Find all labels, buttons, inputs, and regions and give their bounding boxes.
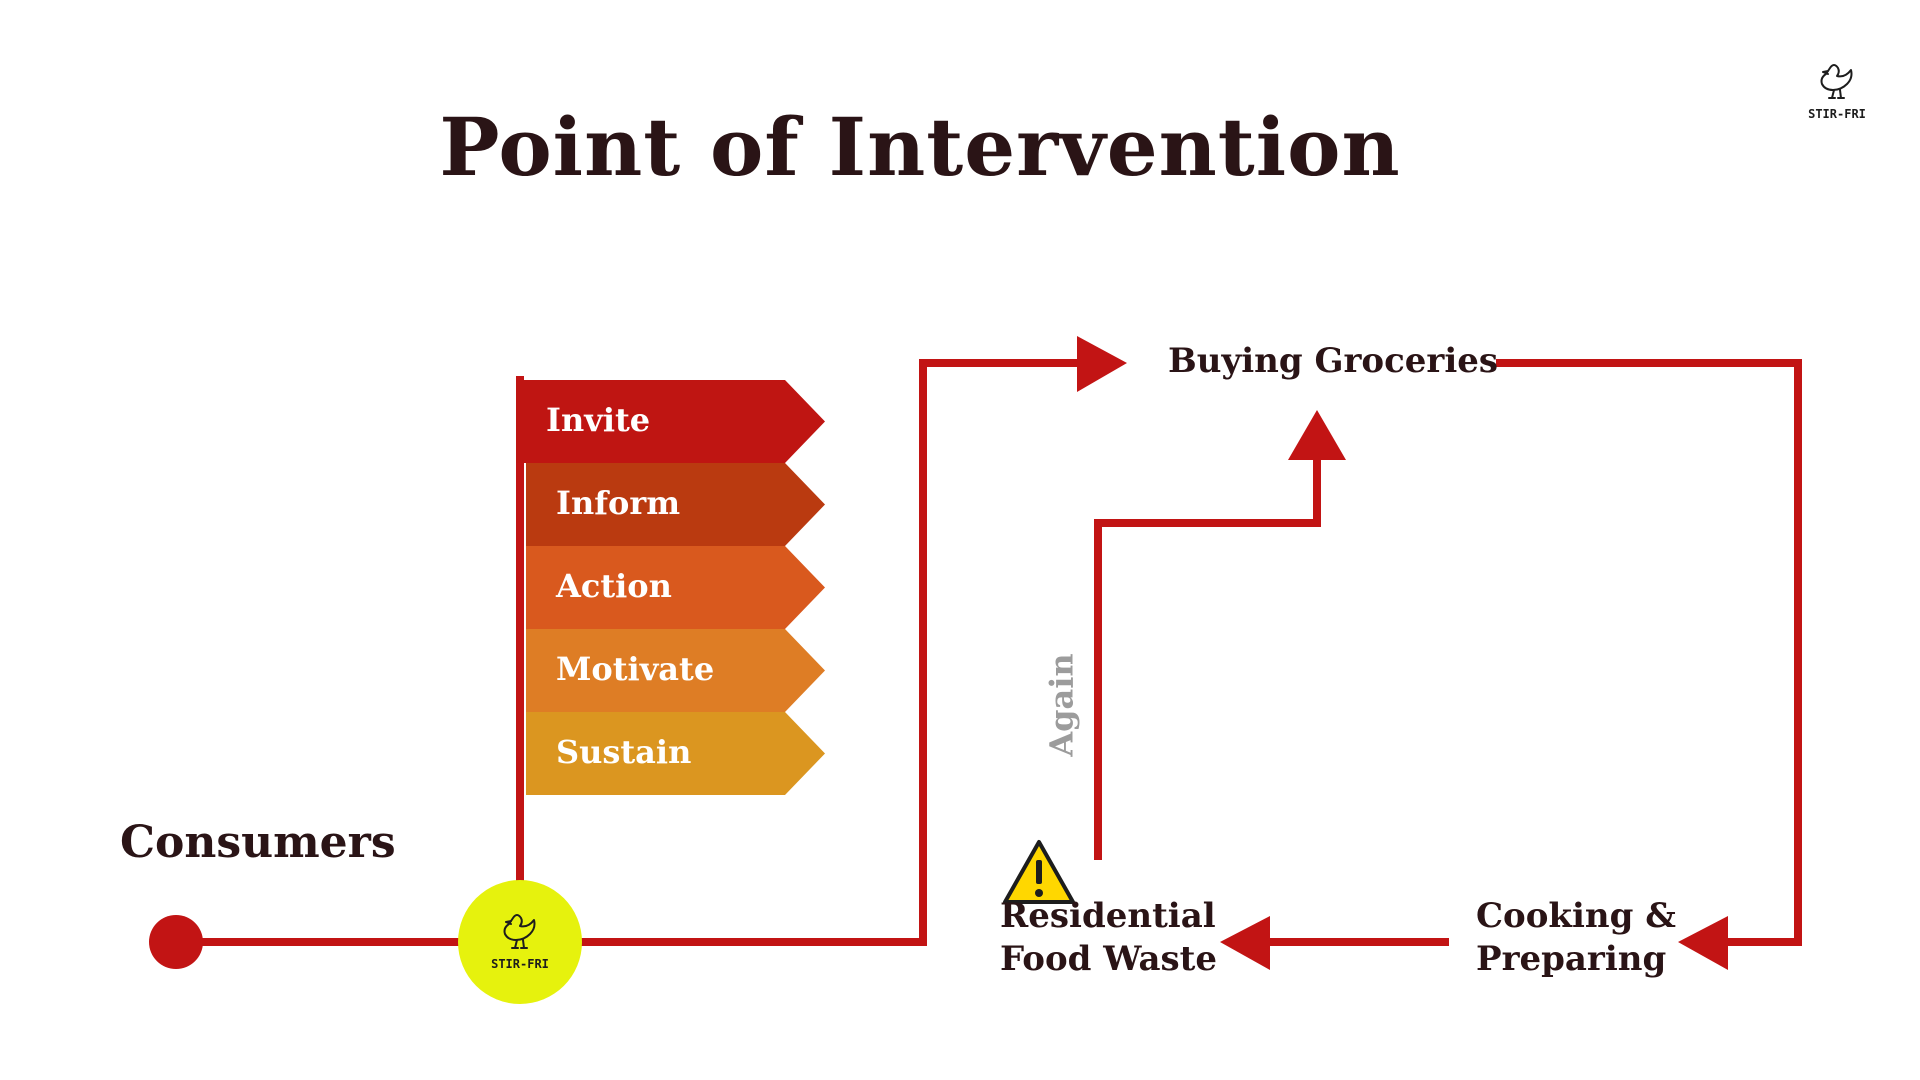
flow-line-to-buying (576, 359, 1086, 946)
buying-groceries-label: Buying Groceries (1168, 341, 1499, 381)
arrowhead-to-waste (1220, 916, 1270, 970)
bird-logo-icon: STIR-FRI (1808, 64, 1866, 121)
cooking-label-line1: Cooking & (1476, 896, 1676, 936)
step-label-motivate: Motivate (556, 649, 715, 688)
cooking-preparing-label: Cooking & Preparing (1476, 895, 1676, 980)
step-chevron-invite (516, 380, 825, 463)
consumers-label: Consumers (120, 817, 396, 868)
arrowhead-again (1288, 410, 1346, 460)
stirfri-badge: STIR-FRI (458, 880, 582, 1004)
step-chevron-motivate (526, 629, 825, 712)
brand-logo-text: STIR-FRI (1808, 107, 1866, 121)
waste-label-line2: Food Waste (1000, 938, 1217, 979)
brand-logo: STIR-FRI (1800, 58, 1874, 122)
step-label-inform: Inform (556, 483, 681, 522)
consumers-node (149, 915, 203, 969)
step-label-sustain: Sustain (556, 732, 692, 771)
again-label: Again (1042, 653, 1081, 757)
step-chevron-sustain (526, 712, 825, 795)
step-label-action: Action (556, 566, 672, 605)
arrowhead-to-cooking (1678, 916, 1728, 970)
step-chevron-action (526, 546, 825, 629)
warning-icon (1003, 840, 1075, 904)
bird-logo-icon (503, 914, 536, 949)
step-chevron-inform (526, 463, 825, 546)
flow-line-to-cooking (1496, 359, 1802, 946)
page-title: Point of Intervention (439, 100, 1401, 194)
cooking-label-line2: Preparing (1476, 938, 1667, 979)
arrowhead-to-buying (1077, 336, 1127, 392)
stirfri-badge-text: STIR-FRI (491, 957, 549, 971)
flow-line-again (1094, 451, 1321, 860)
intervention-steps (516, 380, 825, 795)
waste-label-line1: Residential (1000, 896, 1216, 936)
step-label-invite: Invite (546, 400, 651, 439)
residential-food-waste-label: Residential Food Waste (1000, 895, 1217, 980)
